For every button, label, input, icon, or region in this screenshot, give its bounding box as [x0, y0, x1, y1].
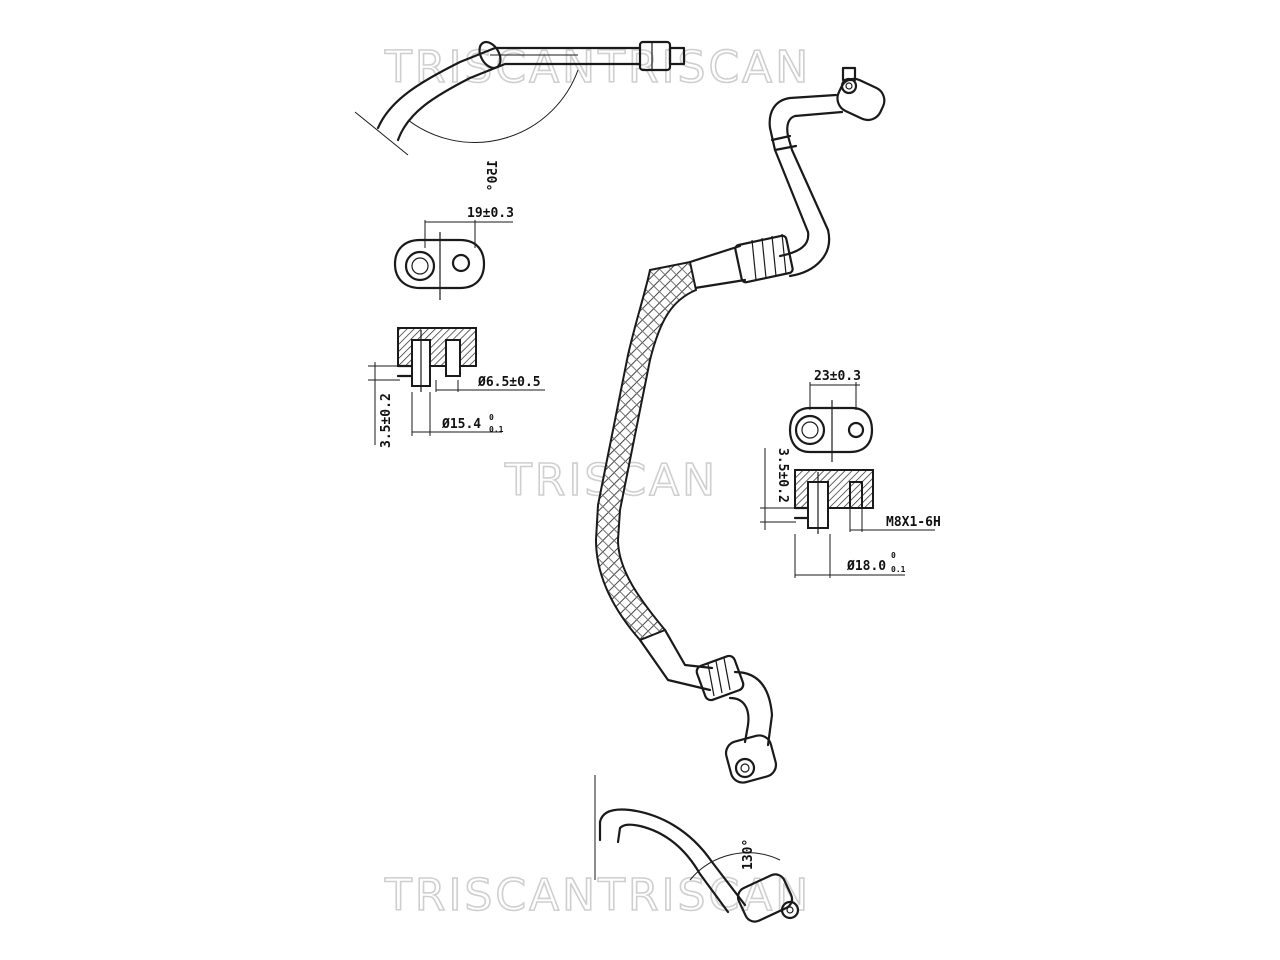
left-outer-label: Ø15.4: [441, 417, 481, 432]
right-outer-tol-lower: 0.1: [891, 565, 906, 574]
bend-angle-top-label: 150°: [486, 160, 501, 191]
left-outer-tol-lower: 0.1: [489, 425, 504, 434]
left-outer-tol-upper: 0: [489, 413, 494, 422]
fitting-right-detail: 23±0.3 3.5±0.2 M8X1-6H Ø18.0 0 0.1: [760, 369, 941, 578]
hose-assembly: [594, 66, 886, 784]
top-bend-detail: 150°: [354, 40, 686, 191]
watermark-top: TRISCANTRISCAN: [384, 42, 811, 93]
left-depth-label: 3.5±0.2: [379, 393, 394, 448]
right-outer-tol-upper: 0: [891, 551, 896, 560]
right-spacing-label: 23±0.3: [814, 369, 861, 384]
left-spacing-label: 19±0.3: [467, 206, 514, 221]
fitting-left-detail: 19±0.3 3.5±0.2 Ø6.5±0.5 Ø15.4 0 0.1: [368, 206, 545, 448]
bottom-bend-detail: 130°: [594, 775, 800, 923]
bend-angle-bottom-label: 130°: [741, 839, 756, 870]
right-outer-label: Ø18.0: [846, 559, 886, 574]
left-bore-label: Ø6.5±0.5: [477, 375, 541, 390]
watermark-bottom: TRISCANTRISCAN: [384, 870, 811, 921]
right-thread-label: M8X1-6H: [886, 515, 941, 530]
right-depth-label: 3.5±0.2: [775, 448, 790, 503]
